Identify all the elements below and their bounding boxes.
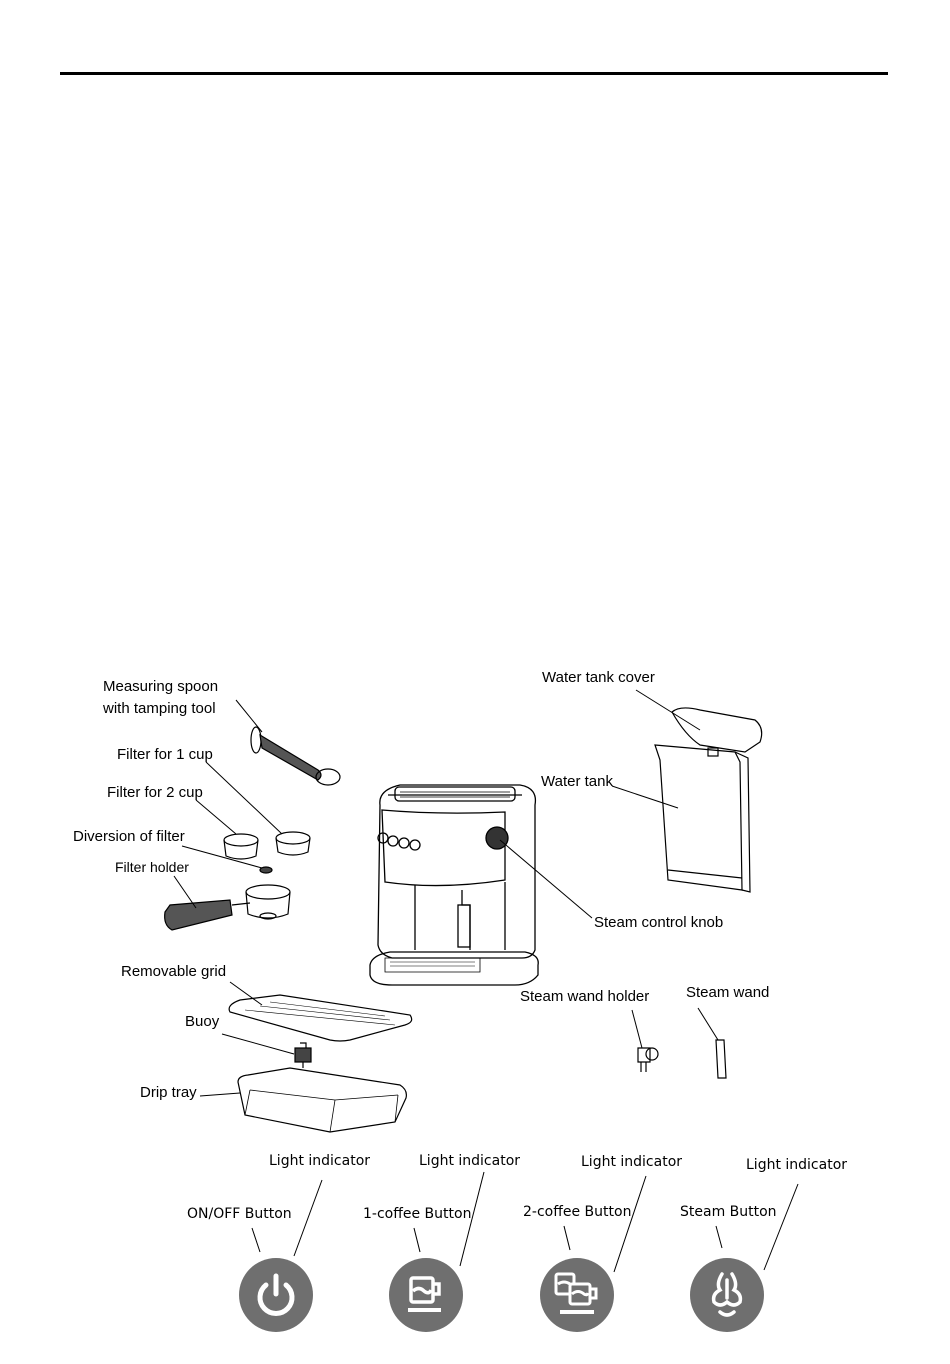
label-diversion-of-filter: Diversion of filter (73, 828, 185, 845)
steam-button[interactable] (690, 1258, 764, 1332)
single-cup-icon (408, 1276, 441, 1312)
filter-cups-illustration (223, 831, 311, 874)
label-2-coffee-button: 2-coffee Button (523, 1204, 632, 1220)
header-rule (60, 72, 888, 75)
label-measuring-spoon-1: Measuring spoon (103, 678, 219, 695)
espresso-machine-illustration (369, 784, 539, 986)
steam-wand-illustration (715, 1039, 727, 1079)
water-tank-illustration (654, 744, 751, 893)
label-light-indicator-4: Light indicator (746, 1157, 848, 1173)
label-steam-wand: Steam wand (686, 984, 770, 1001)
label-measuring-spoon-2: with tamping tool (103, 700, 216, 717)
onoff-button[interactable] (239, 1258, 313, 1332)
label-light-indicator-1: Light indicator (269, 1153, 371, 1169)
label-drip-tray: Drip tray (140, 1084, 197, 1101)
steam-wand-holder-illustration (637, 1047, 659, 1072)
measuring-spoon-illustration (250, 726, 341, 786)
two-coffee-button[interactable] (540, 1258, 614, 1332)
drip-tray-illustration (237, 1067, 407, 1133)
filter-holder-illustration (164, 884, 291, 931)
label-light-indicator-2: Light indicator (419, 1153, 521, 1169)
label-1-coffee-button: 1-coffee Button (363, 1206, 472, 1222)
label-light-indicator-3: Light indicator (581, 1154, 683, 1170)
label-steam-wand-holder: Steam wand holder (520, 988, 650, 1005)
label-onoff-button: ON/OFF Button (187, 1206, 292, 1222)
label-filter-1-cup: Filter for 1 cup (117, 746, 213, 763)
label-filter-2-cup: Filter for 2 cup (107, 784, 203, 801)
buoy-illustration (294, 1042, 312, 1068)
leader-lines (173, 689, 799, 1273)
label-buoy: Buoy (185, 1013, 220, 1030)
water-tank-cover-illustration (671, 707, 763, 753)
label-water-tank: Water tank (541, 773, 613, 790)
label-filter-holder: Filter holder (115, 859, 189, 875)
label-steam-control-knob: Steam control knob (594, 914, 724, 931)
power-icon (257, 1273, 295, 1316)
one-coffee-button[interactable] (389, 1258, 463, 1332)
label-steam-button: Steam Button (680, 1204, 777, 1220)
label-water-tank-cover: Water tank cover (542, 669, 655, 686)
steam-icon (711, 1272, 743, 1317)
label-removable-grid: Removable grid (121, 963, 227, 980)
removable-grid-illustration (228, 994, 413, 1042)
double-cup-icon (554, 1272, 598, 1314)
